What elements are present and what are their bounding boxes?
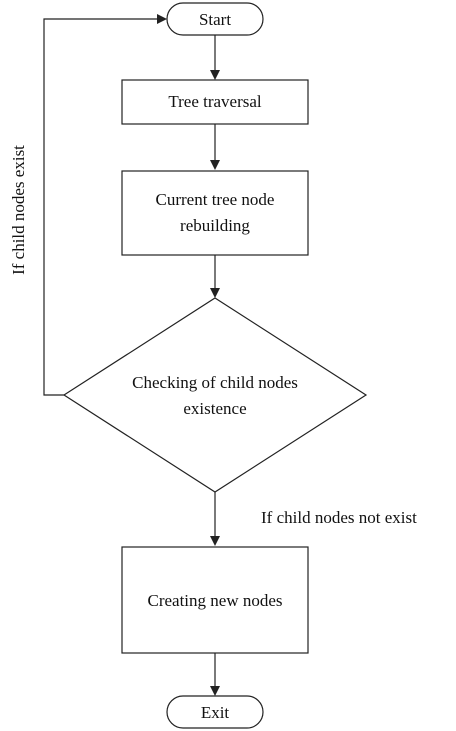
tree-traversal-shape xyxy=(121,79,309,125)
arrow-loop-back xyxy=(43,14,167,396)
create-nodes-label: Creating new nodes xyxy=(147,591,282,610)
start-node-label: Start xyxy=(199,10,231,29)
exit-node-label: Exit xyxy=(201,703,230,722)
tree-traversal-node: Tree traversal xyxy=(121,79,309,125)
rebuilding-label-line2: rebuilding xyxy=(180,216,250,235)
arrow-rebuilding-to-decision xyxy=(210,255,220,298)
loop-back-label: If child nodes exist xyxy=(9,145,28,275)
arrowhead xyxy=(210,70,220,80)
decision-label-line1: Checking of child nodes xyxy=(132,373,298,392)
decision-node: Checking of child nodes existence xyxy=(62,297,368,493)
exit-node: Exit xyxy=(166,695,264,729)
rebuilding-shape xyxy=(121,170,309,256)
exit-node-shape xyxy=(166,695,264,729)
create-nodes-node: Creating new nodes xyxy=(121,546,309,654)
arrowhead xyxy=(210,536,220,546)
arrowhead xyxy=(210,160,220,170)
decision-label-line2: existence xyxy=(183,399,246,418)
arrow-start-to-traversal xyxy=(210,35,220,80)
tree-traversal-label: Tree traversal xyxy=(168,92,262,111)
arrowhead xyxy=(210,686,220,696)
arrow-decision-to-create xyxy=(210,492,220,546)
continue-label: If child nodes not exist xyxy=(261,508,417,527)
start-node: Start xyxy=(166,2,264,36)
arrowhead xyxy=(157,14,167,24)
arrowhead xyxy=(210,288,220,298)
rebuilding-label-line1: Current tree node xyxy=(156,190,275,209)
rebuilding-node: Current tree node rebuilding xyxy=(121,170,309,256)
arrow-traversal-to-rebuilding xyxy=(210,124,220,170)
decision-shape xyxy=(62,297,368,493)
arrow-create-to-exit xyxy=(210,653,220,696)
